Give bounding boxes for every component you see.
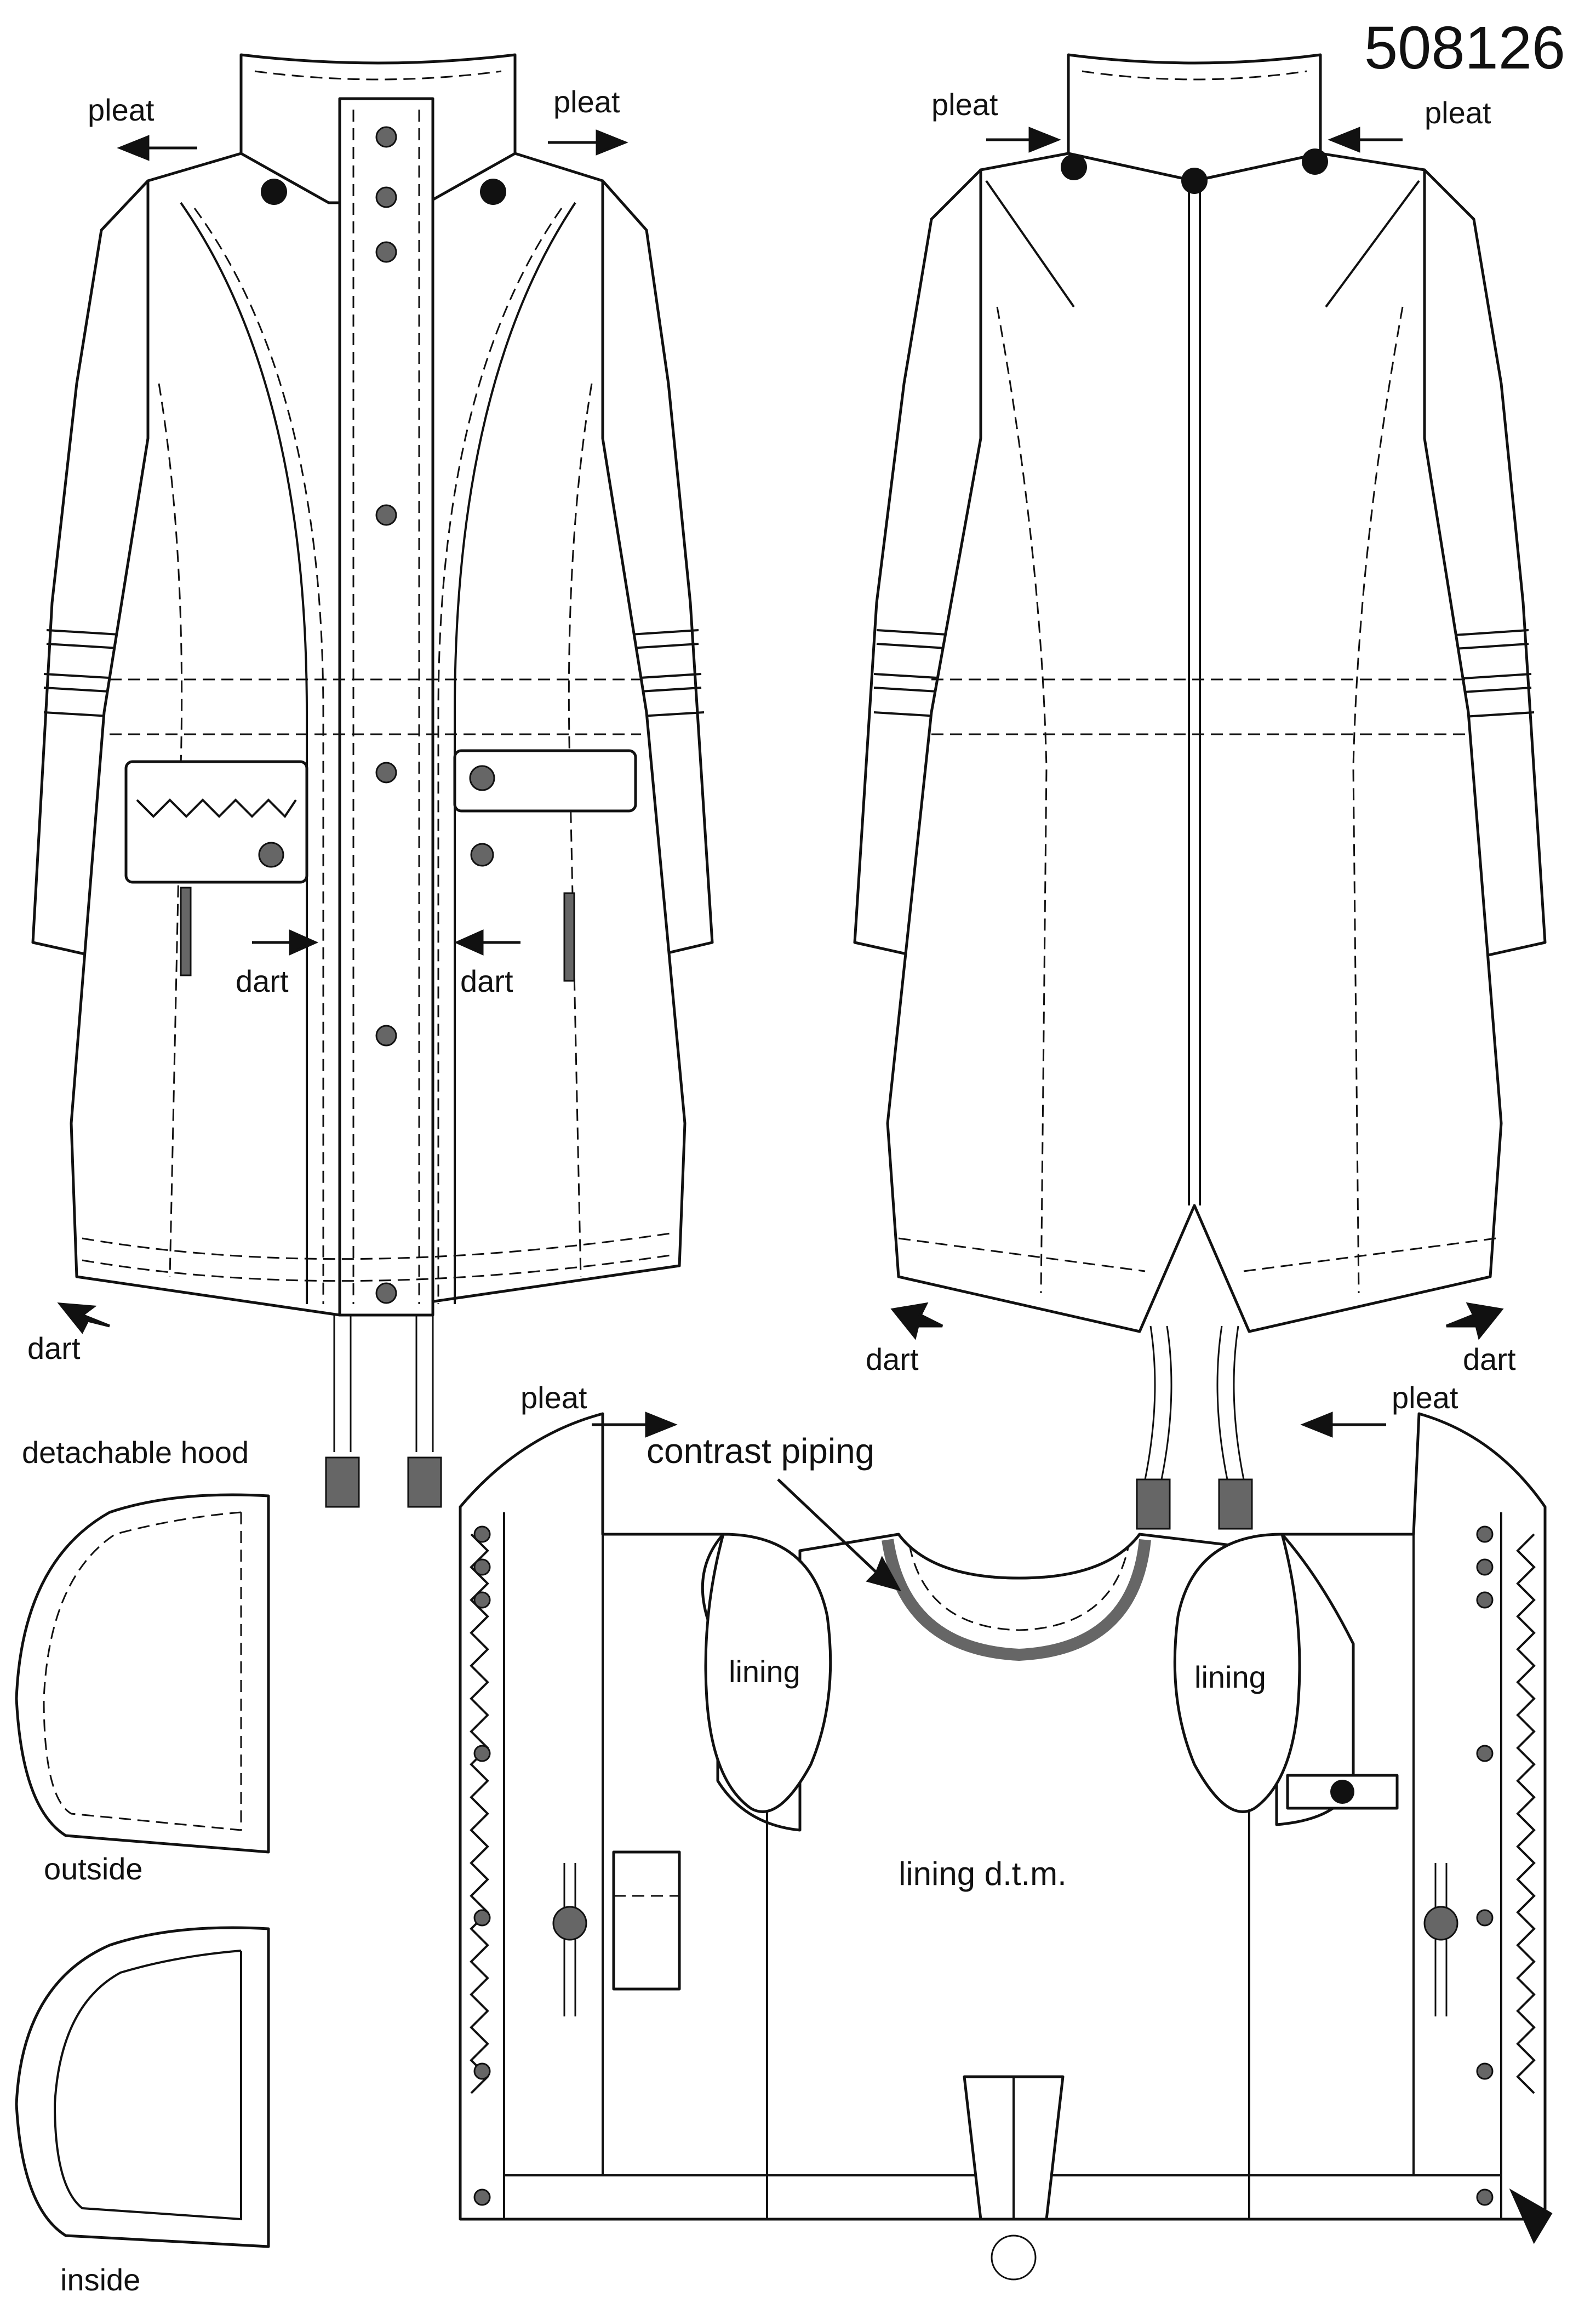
front-placket-buttons	[375, 126, 397, 1304]
back-cord-stopper-left	[1136, 1478, 1171, 1530]
label-back-dart-left: dart	[866, 1342, 919, 1376]
lining-drawcord-left	[552, 1863, 587, 2016]
front-right-pocket-flap	[453, 749, 637, 813]
style-number: 508126	[1364, 14, 1565, 82]
label-front-dart-left: dart	[236, 964, 289, 998]
back-cord-stopper-right	[1218, 1478, 1253, 1530]
label-hood-outside: outside	[44, 1851, 143, 1886]
front-cord-stopper-right	[407, 1456, 442, 1508]
label-lining-pleat-left: pleat	[520, 1380, 587, 1415]
lining-armhole-right	[1173, 1533, 1301, 1813]
lining-zip-right	[1516, 1533, 1536, 2094]
label-contrast-piping: contrast piping	[647, 1431, 874, 1471]
lining-zip-left	[470, 1533, 489, 2094]
front-collar-snap-left	[261, 179, 287, 205]
back-collar	[1067, 53, 1322, 182]
label-front-dart-hem: dart	[27, 1331, 81, 1365]
front-placket	[338, 97, 434, 1317]
lining-placket-buttons	[473, 1525, 1494, 2206]
label-back-pleat-right: pleat	[1425, 95, 1491, 130]
label-lining-right: lining	[1194, 1660, 1266, 1694]
label-lining-dtm: lining d.t.m.	[899, 1855, 1067, 1892]
back-body	[886, 152, 1503, 1333]
hood-outside	[15, 1493, 270, 1854]
label-back-dart-right: dart	[1463, 1342, 1516, 1376]
front-view: pleat pleat dart dart dart	[27, 53, 714, 1508]
label-lining-pleat-right: pleat	[1392, 1380, 1458, 1415]
label-front-pleat-left: pleat	[88, 93, 155, 127]
lining-armhole-left	[704, 1533, 832, 1813]
lining-drawcord-right	[1423, 1863, 1458, 2016]
label-back-pleat-left: pleat	[931, 87, 998, 122]
detachable-hood: detachable hood outside inside	[15, 1435, 270, 2297]
label-lining-left: lining	[729, 1654, 800, 1689]
front-cord-stopper-left	[325, 1456, 360, 1508]
inside-lining-view: lining lining lining d.t.m. contrast pip…	[459, 1380, 1553, 2281]
hood-inside	[15, 1926, 270, 2248]
back-view: pleat pleat dart dart	[853, 53, 1547, 1530]
label-front-pleat-right: pleat	[553, 84, 620, 119]
label-hood-inside: inside	[60, 2262, 140, 2297]
front-collar-snap-right	[480, 179, 506, 205]
lining-neckline	[897, 1533, 1141, 1580]
lining-inner-pocket	[612, 1850, 681, 1991]
label-front-dart-right: dart	[460, 964, 513, 998]
label-detachable-hood: detachable hood	[22, 1435, 249, 1470]
